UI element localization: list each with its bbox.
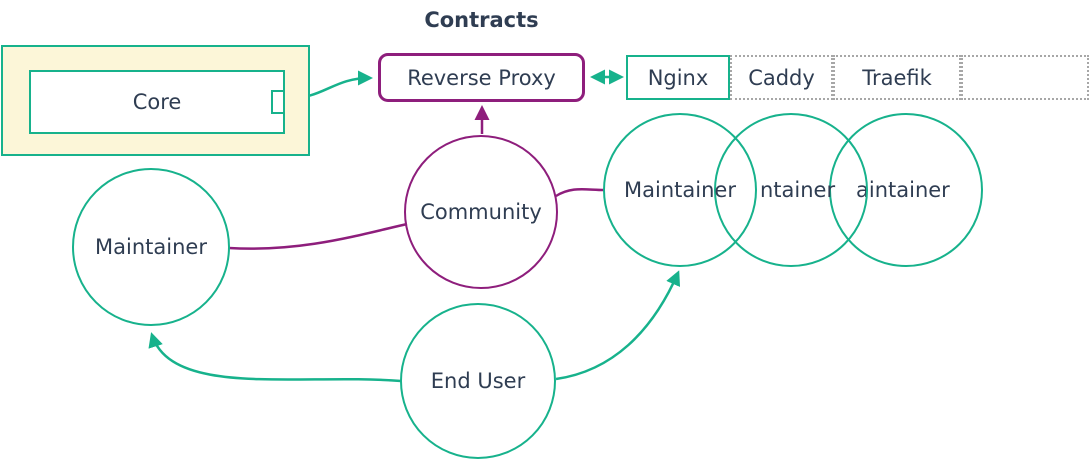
traefik-label: Traefik bbox=[862, 65, 932, 90]
maintainer-right-label-2: ntainer bbox=[760, 178, 836, 202]
proxy-cell-traefik: Traefik bbox=[833, 55, 961, 100]
proxy-cell-nginx: Nginx bbox=[626, 55, 730, 100]
edge-enduser-to-maintainer-right bbox=[555, 270, 681, 381]
reverse-proxy-node: Reverse Proxy bbox=[378, 53, 585, 102]
edge-enduser-to-maintainer-left bbox=[148, 332, 402, 383]
maintainer-right-node-1: Maintainer bbox=[603, 113, 757, 267]
core-container: Core bbox=[1, 45, 310, 156]
reverse-proxy-label: Reverse Proxy bbox=[407, 65, 556, 90]
community-node: Community bbox=[404, 135, 558, 289]
nginx-label: Nginx bbox=[647, 65, 709, 90]
core-port bbox=[271, 90, 285, 114]
end-user-label: End User bbox=[430, 369, 526, 393]
caddy-label: Caddy bbox=[748, 65, 815, 90]
maintainer-right-label-3: aintainer bbox=[856, 178, 950, 202]
core-label: Core bbox=[132, 90, 182, 114]
end-user-node: End User bbox=[400, 303, 556, 459]
proxy-cell-caddy: Caddy bbox=[730, 55, 833, 100]
maintainer-left-node: Maintainer bbox=[72, 168, 230, 326]
maintainer-right-label-1: Maintainer bbox=[624, 178, 736, 202]
proxy-cell-empty bbox=[961, 55, 1089, 100]
maintainer-left-label: Maintainer bbox=[95, 235, 207, 259]
core-node: Core bbox=[29, 70, 285, 134]
community-label: Community bbox=[420, 200, 542, 224]
edge-community-maintainer-right bbox=[555, 188, 605, 198]
edge-community-maintainer-left bbox=[228, 222, 408, 250]
diagram-title: Contracts bbox=[424, 8, 539, 32]
